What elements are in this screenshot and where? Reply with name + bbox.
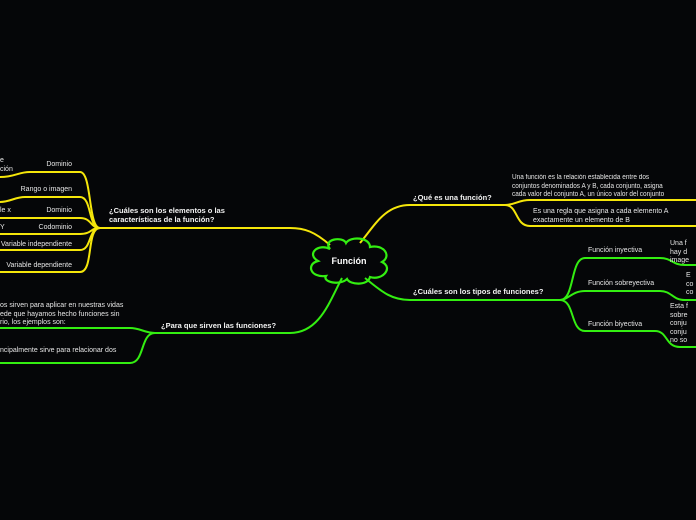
note-codominio: Y [0,224,5,231]
text-line: conju [670,320,687,327]
leaf-dominio-2[interactable]: Dominio [46,207,72,214]
topic-tipos[interactable]: ¿Cuáles son los tipos de funciones? [413,287,544,296]
leaf-variable-dependiente[interactable]: Variable dependiente [6,262,72,269]
connector-que-es [359,204,505,244]
leaf-codominio[interactable]: Codominio [38,224,72,231]
connector-que-es-1 [504,199,696,206]
text-line: sobre [670,311,688,319]
central-cloud [309,237,388,285]
text-line: rio, los ejemplos son: [0,319,66,326]
text-line: image [670,257,690,264]
text-line: hay d [670,248,688,256]
connector-biyectiva [559,299,696,348]
connector-dominio-1 [0,171,101,229]
leaf-biyectiva[interactable]: Función biyectiva [588,321,643,328]
leaf-para-que-1[interactable]: os sirven para aplicar en nuestras vidas… [0,302,123,328]
topic-para-que[interactable]: ¿Para que sirven las funciones? [161,321,277,330]
connector-rango [0,196,101,229]
text-line: Una función es la relación establecida e… [512,174,650,181]
connector-para-que-2 [0,332,156,364]
leaf-que-es-2[interactable]: Es una regla que asigna a cada elemento … [533,208,668,225]
text-line: ede que hayamos hecho funciones sin [0,310,120,318]
connector-para-que-1 [0,327,156,334]
text-line: conju [670,328,687,336]
text-line: co [686,289,694,296]
connector-inyectiva [559,257,696,301]
text-line: os sirven para aplicar en nuestras vidas [0,302,124,309]
connector-sobreyectiva [559,290,696,301]
text-line: no so [670,337,688,344]
leaf-que-es-1[interactable]: Una función es la relación establecida e… [512,174,664,200]
leaf-para-que-2[interactable]: ncipalmente sirve para relacionar dos [0,347,117,354]
note-line: e [0,157,4,164]
connector-para-que [155,277,343,334]
connector-elementos [100,227,331,246]
text-line: Esta f [670,303,688,310]
leaf-inyectiva[interactable]: Función inyectiva [588,247,643,254]
text-line: exactamente un elemento de B [533,216,630,224]
connector-var-dep [0,227,101,273]
note-line: ción [0,165,13,173]
topic-que-es[interactable]: ¿Qué es una función? [413,193,492,202]
text-line: co [686,280,694,288]
connector-que-es-2 [504,204,696,227]
text-line: E [686,272,691,279]
text-line: Es una regla que asigna a cada elemento … [533,208,669,215]
leaf-variable-independiente[interactable]: Variable independiente [0,241,72,248]
central-topic[interactable]: Función [331,256,367,266]
note-dominio-2: le x [0,207,11,214]
text-line: conjuntos denominados A y B, cada conjun… [512,182,663,190]
text-line: cada valor del conjunto A, un único valo… [512,191,665,198]
leaf-dominio-1[interactable]: Dominio [46,161,72,168]
leaf-sobreyectiva[interactable]: Función sobreyectiva [588,280,655,287]
connector-tipos [364,277,560,301]
leaf-rango[interactable]: Rango o imagen [20,186,72,193]
text-line: Una f [670,240,687,247]
topic-elementos[interactable]: ¿Cuáles son los elementos o las caracter… [109,206,225,224]
